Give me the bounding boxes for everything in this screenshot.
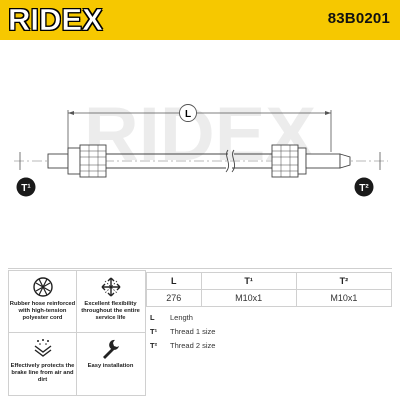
shield-dots-icon xyxy=(34,339,51,357)
spec-table-value-row: 276 M10x1 M10x1 xyxy=(146,289,393,307)
flex-arrows-icon xyxy=(101,277,120,297)
legend: L Length T¹ Thread 1 size T² Thread 2 si… xyxy=(150,310,215,352)
legend-value: Length xyxy=(170,312,193,322)
col-header-thread1: T¹ xyxy=(200,272,297,290)
right-fitting xyxy=(297,147,307,175)
feature-text: Rubber hose reinforced with high-tension… xyxy=(9,301,76,321)
mesh-icon xyxy=(32,277,53,297)
brand-logo: RIDEX xyxy=(8,2,103,38)
right-tube xyxy=(305,153,341,169)
legend-key: T¹ xyxy=(150,326,158,336)
dimension-arrow-right xyxy=(325,111,331,115)
left-tip xyxy=(47,153,69,169)
t1-label-circle xyxy=(16,177,36,197)
left-fitting xyxy=(67,147,81,175)
spec-table-header-row: L T¹ T² xyxy=(146,272,393,290)
t2-label-circle xyxy=(354,177,374,197)
value-length: 276 xyxy=(146,289,202,307)
col-header-length: L xyxy=(146,272,202,290)
t2-label: T² xyxy=(359,183,369,194)
section-divider xyxy=(8,268,392,269)
feature-text: Easy installation xyxy=(87,363,134,369)
left-fitting-collar xyxy=(79,144,107,178)
dimension-label-bubble xyxy=(179,104,197,122)
t1-label: T¹ xyxy=(21,183,31,194)
feature-flexibility: Excellent flexibility throughout the ent… xyxy=(77,276,144,322)
part-number: 83B0201 xyxy=(327,10,390,27)
feature-protection: Effectively protects the brake line from… xyxy=(9,338,76,384)
legend-key: L xyxy=(150,312,155,322)
legend-value: Thread 1 size xyxy=(170,326,216,336)
legend-value: Thread 2 size xyxy=(170,340,216,350)
right-fitting-collar xyxy=(271,144,299,178)
wrench-icon xyxy=(102,339,119,359)
feature-reinforced-hose: Rubber hose reinforced with high-tension… xyxy=(9,276,76,322)
brake-hose-drawing: RIDEX L T¹ T² xyxy=(14,92,388,197)
value-thread2: M10x1 xyxy=(295,289,393,307)
value-thread1: M10x1 xyxy=(200,289,297,307)
hose-break xyxy=(225,149,236,173)
feature-text: Excellent flexibility throughout the ent… xyxy=(81,301,140,321)
dimension-arrow-left xyxy=(68,111,74,115)
legend-item: T² Thread 2 size xyxy=(150,338,215,352)
legend-key: T² xyxy=(150,340,158,350)
features-panel xyxy=(8,270,146,396)
header-bar: RIDEX 83B0201 xyxy=(0,0,400,40)
right-tip xyxy=(339,153,351,169)
feature-easy-install: Easy installation xyxy=(77,338,144,370)
feature-text: Effectively protects the brake line from… xyxy=(10,363,75,383)
legend-item: T¹ Thread 1 size xyxy=(150,324,215,338)
legend-item: L Length xyxy=(150,310,215,324)
col-header-thread2: T² xyxy=(295,272,393,290)
spec-table: L T¹ T² 276 M10x1 M10x1 xyxy=(146,272,393,307)
dimension-label: L xyxy=(185,109,191,120)
